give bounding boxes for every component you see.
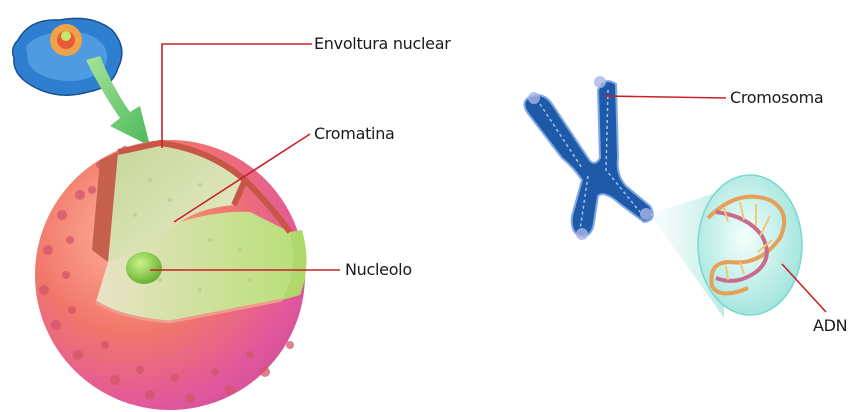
label-nuclear-envelope: Envoltura nuclear [314, 34, 451, 53]
label-nucleolus: Nucleolo [345, 260, 412, 279]
leader-line-chromosome [604, 96, 726, 98]
label-chromatin: Cromatina [314, 124, 395, 143]
label-chromosome: Cromosoma [730, 88, 823, 107]
dna-zoom-bubble [650, 175, 802, 318]
label-dna: ADN [813, 316, 847, 335]
chromosome-icon [524, 76, 652, 240]
leader-line-nuclear-envelope [162, 44, 312, 148]
nucleus-3d-icon [35, 140, 307, 410]
nucleolus-icon [126, 252, 162, 284]
